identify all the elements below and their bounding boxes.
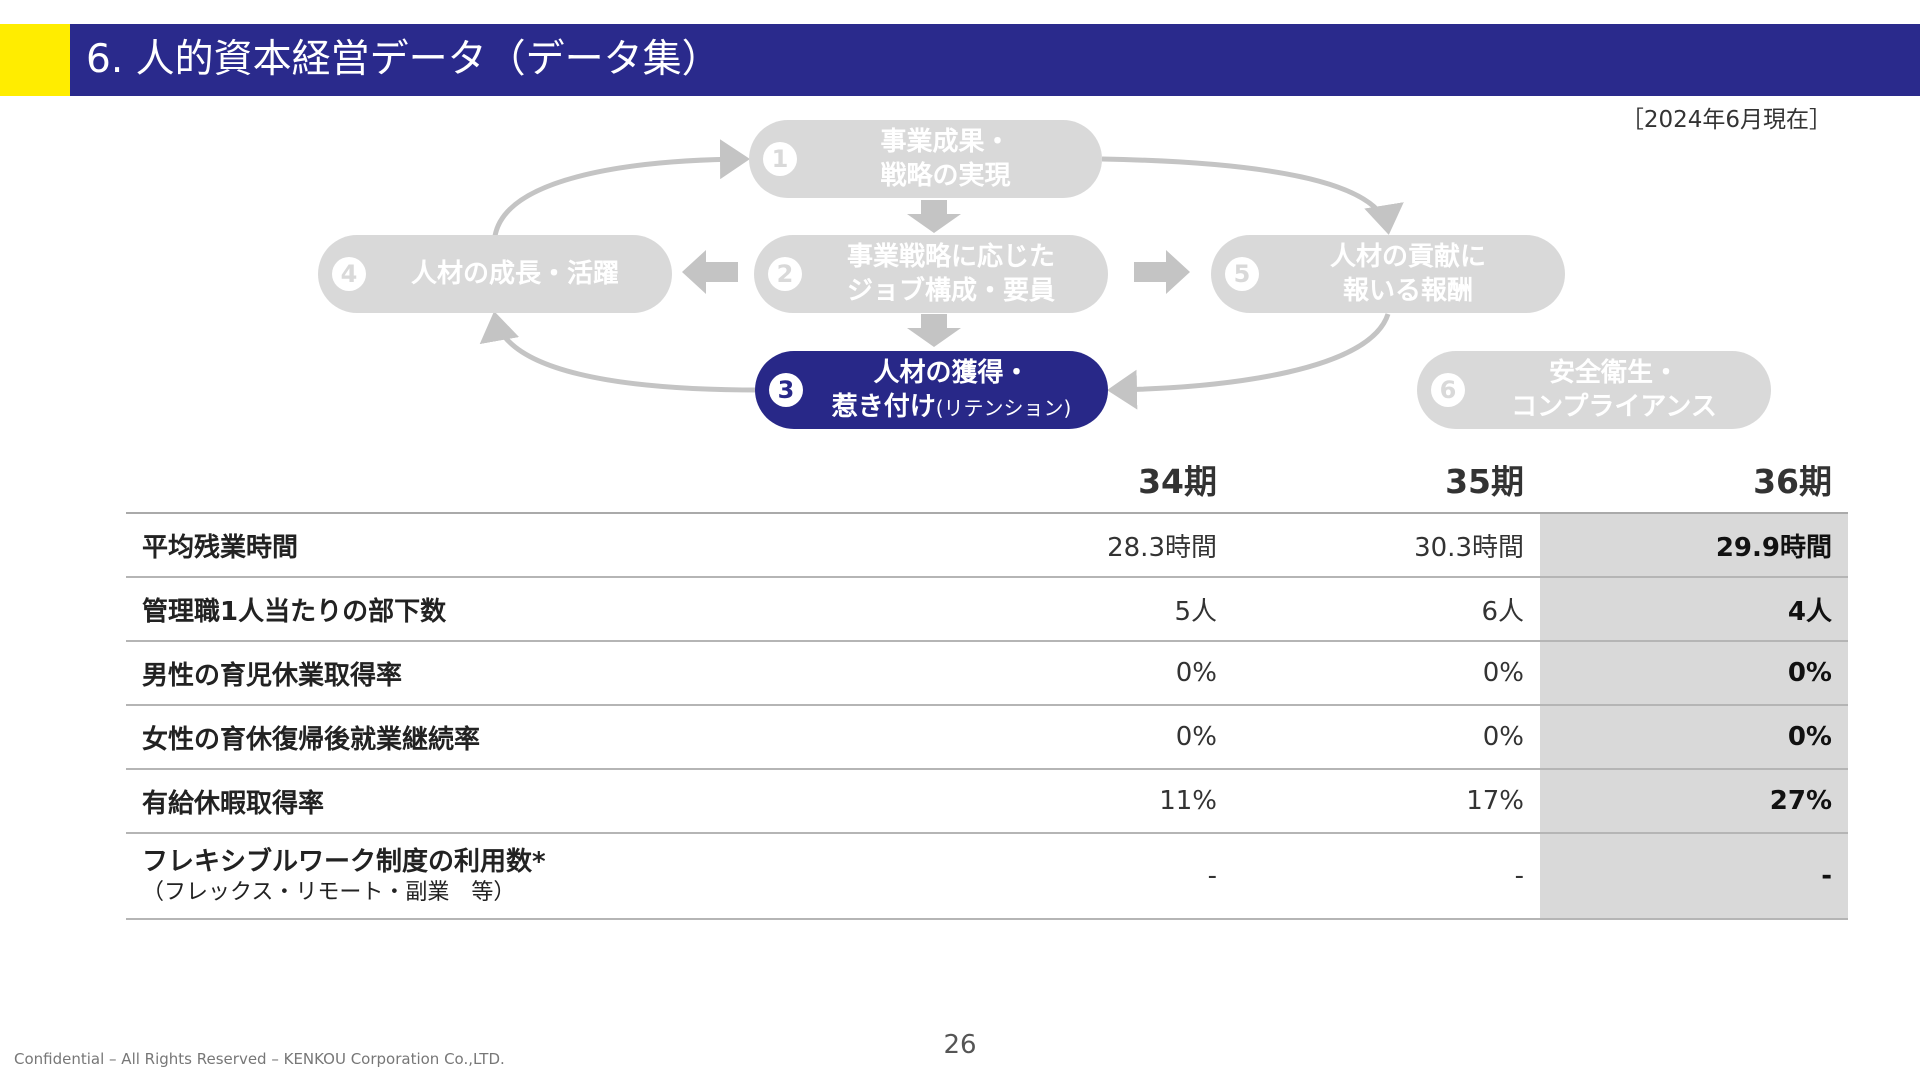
node-safety-compliance: 6 安全衛生・ コンプライアンス [1417,351,1771,429]
row-label: 女性の育休復帰後就業継続率 [126,705,926,770]
column-header-35: 35期 [1233,446,1540,514]
page-number: 26 [943,1030,977,1060]
table-row: 管理職1人当たりの部下数 5人 6人 4人 [126,577,1848,642]
cell-34: - [926,833,1233,920]
node-number: 4 [332,257,366,291]
cell-35: 17% [1233,769,1540,834]
diagram-connectors [479,139,1404,410]
accent-block [0,24,70,96]
node-talent-growth: 4 人材の成長・活躍 [318,235,672,313]
cell-34: 5人 [926,577,1233,642]
cell-35: - [1233,833,1540,920]
cell-36: 4人 [1540,577,1848,642]
row-label: 有給休暇取得率 [126,769,926,834]
node-label: 人材の獲得・ 惹き付け(リテンション) [831,357,1072,422]
table-row: 平均残業時間 28.3時間 30.3時間 29.9時間 [126,513,1848,578]
cell-34: 11% [926,769,1233,834]
node-job-structure: 2 事業戦略に応じた ジョブ構成・要員 [754,235,1108,313]
node-number: 5 [1225,257,1259,291]
row-label: 管理職1人当たりの部下数 [126,577,926,642]
cell-36: 29.9時間 [1540,513,1848,578]
table-row: 女性の育休復帰後就業継続率 0% 0% 0% [126,705,1848,770]
node-business-results: 1 事業成果・ 戦略の実現 [749,120,1102,198]
row-note: （フレックス・リモート・副業 等） [142,880,516,905]
row-label: 男性の育児休業取得率 [126,641,926,706]
node-talent-acquisition: 3 人材の獲得・ 惹き付け(リテンション) [755,351,1108,429]
node-label: 安全衛生・ コンプライアンス [1511,358,1717,422]
cell-35: 30.3時間 [1233,513,1540,578]
node-label: 事業成果・ 戦略の実現 [880,127,1011,191]
node-compensation: 5 人材の貢献に 報いる報酬 [1211,235,1565,313]
table-row: 男性の育児休業取得率 0% 0% 0% [126,641,1848,706]
cell-34: 28.3時間 [926,513,1233,578]
table-row: 有給休暇取得率 11% 17% 27% [126,769,1848,834]
cell-34: 0% [926,705,1233,770]
date-stamp: ［2024年6月現在］ [1620,107,1832,133]
node-number: 2 [768,257,802,291]
page-title: 6. 人的資本経営データ（データ集） [86,37,721,82]
cell-36: 27% [1540,769,1848,834]
down-arrow-2-to-3 [907,314,961,347]
node-label: 人材の貢献に 報いる報酬 [1329,242,1486,306]
table-header-row: 34期 35期 36期 [126,446,1848,514]
arrow-3-to-4 [479,311,761,393]
node-label: 人材の成長・活躍 [410,259,619,289]
hr-data-table: 34期 35期 36期 平均残業時間 28.3時間 30.3時間 29.9時間 … [126,446,1848,920]
cell-35: 0% [1233,705,1540,770]
column-header-34: 34期 [926,446,1233,514]
cell-36: 0% [1540,705,1848,770]
node-number: 1 [763,142,797,176]
cell-35: 6人 [1233,577,1540,642]
cell-36: - [1540,833,1848,920]
left-arrow-2-to-4 [682,250,738,294]
node-number: 3 [769,373,803,407]
down-arrow-1-to-2 [907,200,961,233]
arrow-5-to-3 [1107,313,1391,410]
arrow-4-to-1 [492,139,750,237]
row-label: 平均残業時間 [126,513,926,578]
title-bar: 6. 人的資本経営データ（データ集） [70,24,1920,96]
confidential-note: Confidential – All Rights Reserved – KEN… [14,1050,505,1068]
cell-35: 0% [1233,641,1540,706]
node-number: 6 [1431,373,1465,407]
right-arrow-2-to-5 [1134,250,1190,294]
row-label: フレキシブルワーク制度の利用数* （フレックス・リモート・副業 等） [126,833,926,920]
header-blank [126,446,926,514]
cell-34: 0% [926,641,1233,706]
arrow-1-to-5 [1101,156,1404,235]
node-label: 事業戦略に応じた ジョブ構成・要員 [846,242,1055,306]
table-row: フレキシブルワーク制度の利用数* （フレックス・リモート・副業 等） - - - [126,833,1848,920]
cell-36: 0% [1540,641,1848,706]
column-header-36: 36期 [1540,446,1848,514]
